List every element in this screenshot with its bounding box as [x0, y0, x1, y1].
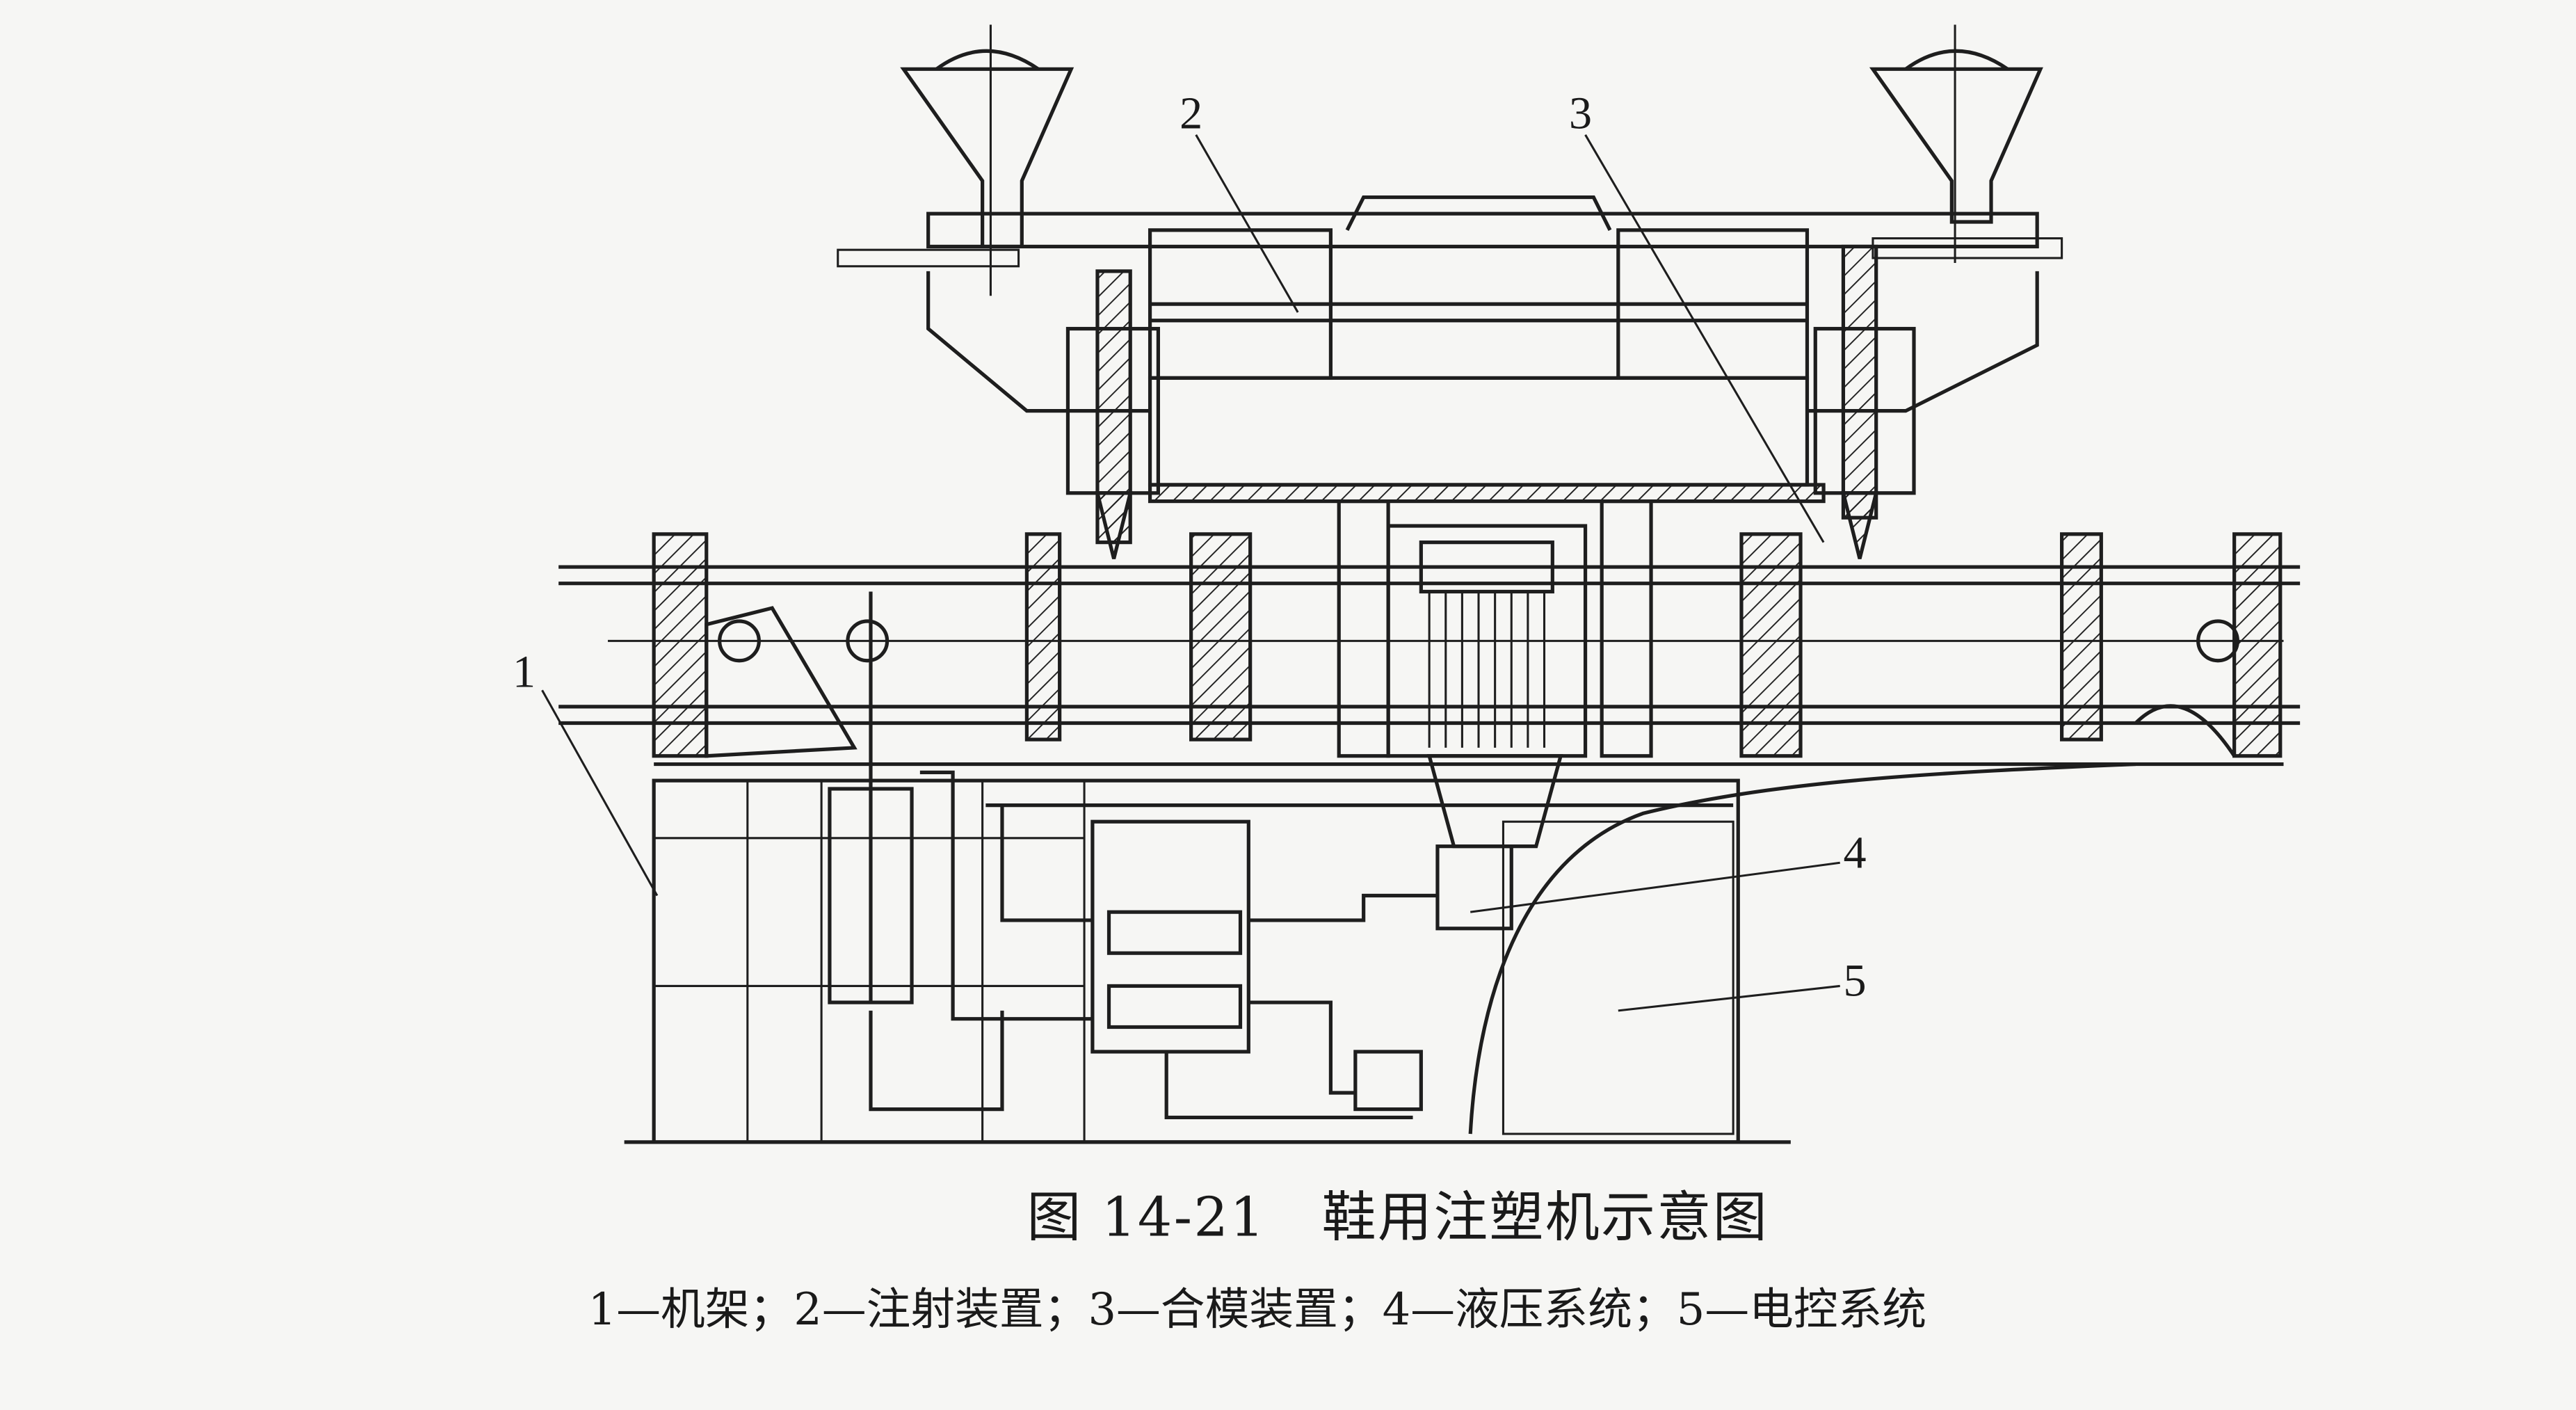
callout-2: 2 — [1180, 88, 1202, 138]
callouts: 1 2 3 4 5 — [513, 88, 1867, 1012]
figure-caption: 图 14-21 鞋用注塑机示意图 — [1027, 1187, 1769, 1249]
figure-legend: 1—机架；2—注射装置；3—合模装置；4—液压系统；5—电控系统 — [588, 1284, 1927, 1336]
injection-unit — [837, 24, 2063, 559]
hydraulic-system — [828, 591, 1734, 1120]
machine-frame — [624, 762, 2136, 1144]
callout-5: 5 — [1843, 956, 1866, 1007]
clamping-unit — [558, 532, 2301, 767]
center-motor — [1337, 499, 1653, 849]
callout-3: 3 — [1569, 88, 1592, 138]
callout-1: 1 — [513, 647, 536, 698]
callout-4: 4 — [1843, 827, 1866, 878]
